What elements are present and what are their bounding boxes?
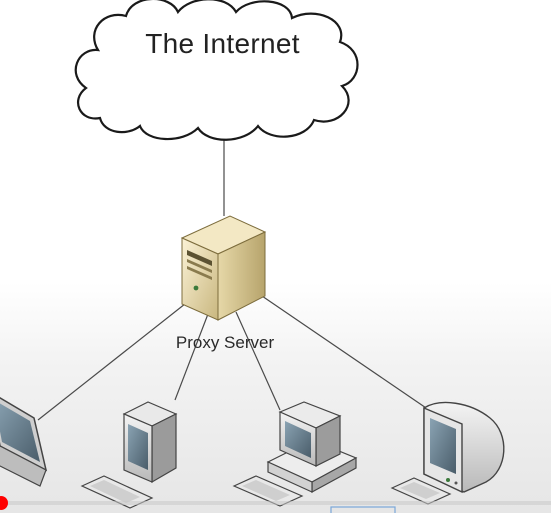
video-progress-bar[interactable] (0, 501, 551, 505)
link-server-laptop (37, 299, 191, 421)
link-server-workstation (235, 311, 281, 411)
desktop-computer-icon (122, 401, 178, 484)
server-tower-icon (180, 215, 267, 321)
link-server-monitor (261, 295, 433, 413)
monitor-icon (423, 401, 505, 494)
cloud-label: The Internet (145, 28, 300, 59)
keyboard-icon (232, 475, 304, 507)
video-scrubber-handle[interactable] (0, 496, 8, 510)
keyboard-icon (80, 475, 154, 509)
connection-lines (37, 130, 433, 421)
keyboard-icon (390, 477, 452, 505)
proxy-server-label: Proxy Server (175, 333, 275, 352)
cloud-icon (74, 0, 359, 141)
workstation-icon (266, 401, 358, 494)
laptop-icon (0, 397, 48, 487)
selection-outline (330, 506, 396, 513)
link-server-desktop (174, 313, 209, 401)
